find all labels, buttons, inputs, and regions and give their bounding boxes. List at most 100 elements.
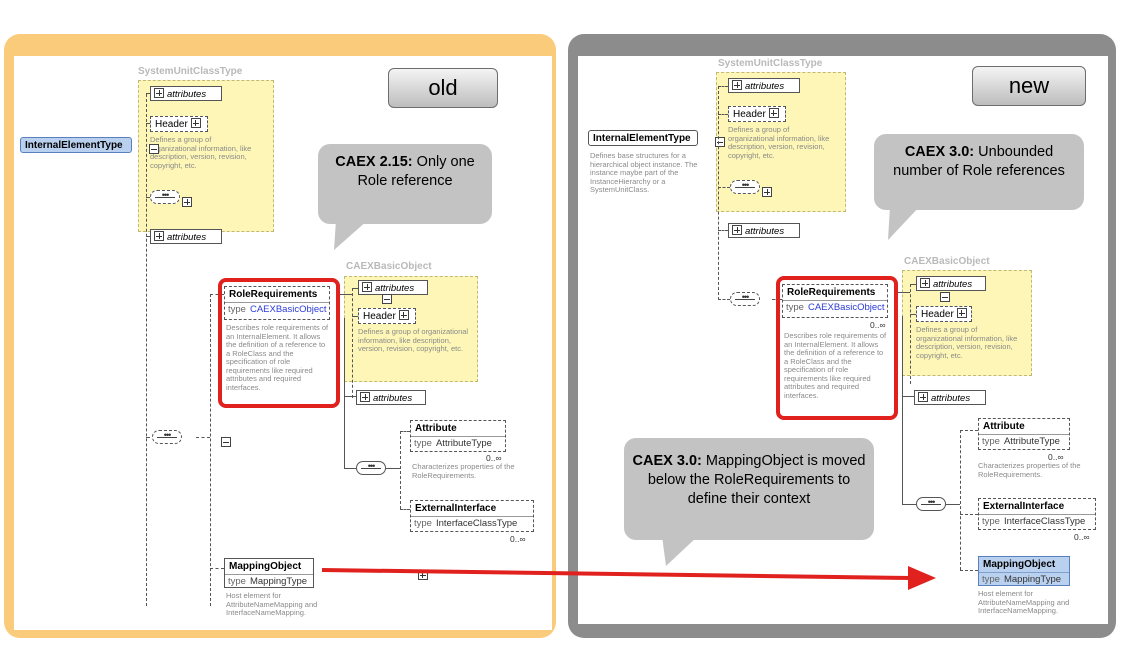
collapse-icon[interactable] — [382, 294, 393, 304]
expand-icon[interactable] — [182, 197, 192, 207]
connector-line — [146, 93, 150, 94]
connector-line — [910, 284, 916, 285]
expand-icon[interactable] — [360, 392, 370, 402]
collapse-icon[interactable] — [220, 437, 231, 447]
type-label: type — [982, 436, 1000, 447]
cbo-header-desc: Defines a group of organizational inform… — [916, 325, 1018, 360]
external-interface-multiplicity: 0..∞ — [510, 534, 526, 544]
attributes-box[interactable]: attributes — [150, 229, 222, 244]
expand-icon[interactable] — [732, 80, 742, 90]
internal-element-type[interactable]: InternalElementType — [20, 137, 132, 153]
expand-icon[interactable] — [190, 118, 201, 128]
expand-icon[interactable] — [398, 310, 409, 320]
expand-icon[interactable] — [920, 278, 930, 288]
expand-icon[interactable] — [918, 392, 928, 402]
suc-attributes[interactable]: attributes — [150, 86, 222, 101]
expand-icon[interactable] — [768, 108, 779, 118]
internal-element-label: InternalElementType — [25, 140, 123, 151]
connector-line — [910, 314, 916, 315]
internal-element-label: InternalElementType — [593, 133, 691, 144]
connector-line — [400, 431, 401, 509]
attributes-box[interactable]: attributes — [728, 223, 800, 238]
old-panel: SystemUnitClassType attributes Header De… — [4, 34, 556, 638]
callout-bold: CAEX 3.0: — [904, 144, 975, 160]
connector-line — [902, 316, 903, 504]
system-unit-class-title: SystemUnitClassType — [138, 66, 243, 77]
rr-attributes[interactable]: attributes — [914, 390, 986, 405]
collapse-icon[interactable] — [940, 292, 951, 302]
cbo-attributes-label: attributes — [933, 279, 973, 290]
role-requirements-desc: Describes role requirements of an Intern… — [226, 323, 329, 392]
system-unit-class-title: SystemUnitClassType — [718, 58, 823, 69]
expand-icon[interactable] — [154, 88, 164, 98]
role-requirements-highlight — [218, 278, 340, 408]
expand-icon[interactable] — [154, 231, 164, 241]
role-requirements-multiplicity: 0..∞ — [870, 320, 886, 330]
expand-icon[interactable] — [362, 282, 372, 292]
type-label: type — [786, 302, 804, 313]
connector-line — [344, 318, 345, 468]
connector-line — [344, 468, 356, 469]
cbo-attributes[interactable]: attributes — [358, 280, 428, 295]
connector-line — [718, 299, 730, 300]
connector-line — [902, 396, 914, 397]
collapse-icon[interactable] — [149, 144, 160, 154]
internal-element-type[interactable]: InternalElementType — [588, 130, 698, 146]
expand-icon[interactable] — [732, 225, 742, 235]
suc-header[interactable]: Header — [728, 106, 786, 122]
new-panel: SystemUnitClassType attributes Header De… — [568, 34, 1116, 638]
connector-line — [400, 509, 410, 510]
new-diagram-canvas: SystemUnitClassType attributes Header De… — [578, 56, 1108, 624]
new-callout-top-pointer — [888, 206, 920, 240]
suc-header-desc: Defines a group of organizational inform… — [728, 125, 830, 160]
connector-line — [146, 236, 150, 237]
mapping-object-desc: Host element for AttributeNameMapping an… — [978, 589, 1070, 615]
mapping-object-title: MappingObject — [983, 559, 1056, 570]
cbo-header-label: Header — [363, 311, 396, 322]
callout-bold: CAEX 3.0: — [632, 453, 702, 469]
cbo-header[interactable]: Header — [358, 308, 416, 324]
type-value: InterfaceClassType — [1003, 516, 1086, 527]
expand-icon[interactable] — [956, 308, 967, 318]
type-label: type — [228, 576, 246, 587]
cbo-header[interactable]: Header — [916, 306, 972, 322]
connector-line — [910, 284, 911, 384]
collapse-icon[interactable] — [715, 137, 726, 147]
cbo-attributes[interactable]: attributes — [916, 276, 986, 291]
choice-sequence-icon — [916, 497, 946, 511]
choice-sequence-icon — [356, 461, 386, 475]
new-callout-bottom: CAEX 3.0: MappingObject is moved below t… — [624, 438, 874, 540]
suc-header-desc: Defines a group of organizational inform… — [150, 135, 252, 170]
rr-attributes[interactable]: attributes — [356, 390, 426, 405]
suc-header[interactable]: Header — [150, 116, 208, 132]
connector-line — [718, 86, 719, 300]
connector-line — [352, 316, 358, 317]
role-requirements-highlight — [776, 276, 898, 420]
new-label: new — [972, 66, 1086, 106]
role-requirements-title: RoleRequirements — [787, 287, 876, 298]
mapping-object-desc: Host element for AttributeNameMapping an… — [226, 591, 318, 617]
connector-line — [386, 468, 400, 469]
rr-attributes-label: attributes — [373, 393, 413, 404]
suc-attributes-label: attributes — [167, 89, 207, 100]
suc-header-label: Header — [155, 119, 188, 130]
suc-attributes[interactable]: attributes — [728, 78, 800, 93]
connector-line — [960, 570, 978, 571]
cbo-header-desc: Defines a group of organizational inform… — [358, 327, 469, 353]
connector-line — [352, 288, 353, 398]
expand-icon[interactable] — [762, 187, 772, 197]
callout-text: MappingObject is moved below the RoleReq… — [647, 453, 866, 507]
